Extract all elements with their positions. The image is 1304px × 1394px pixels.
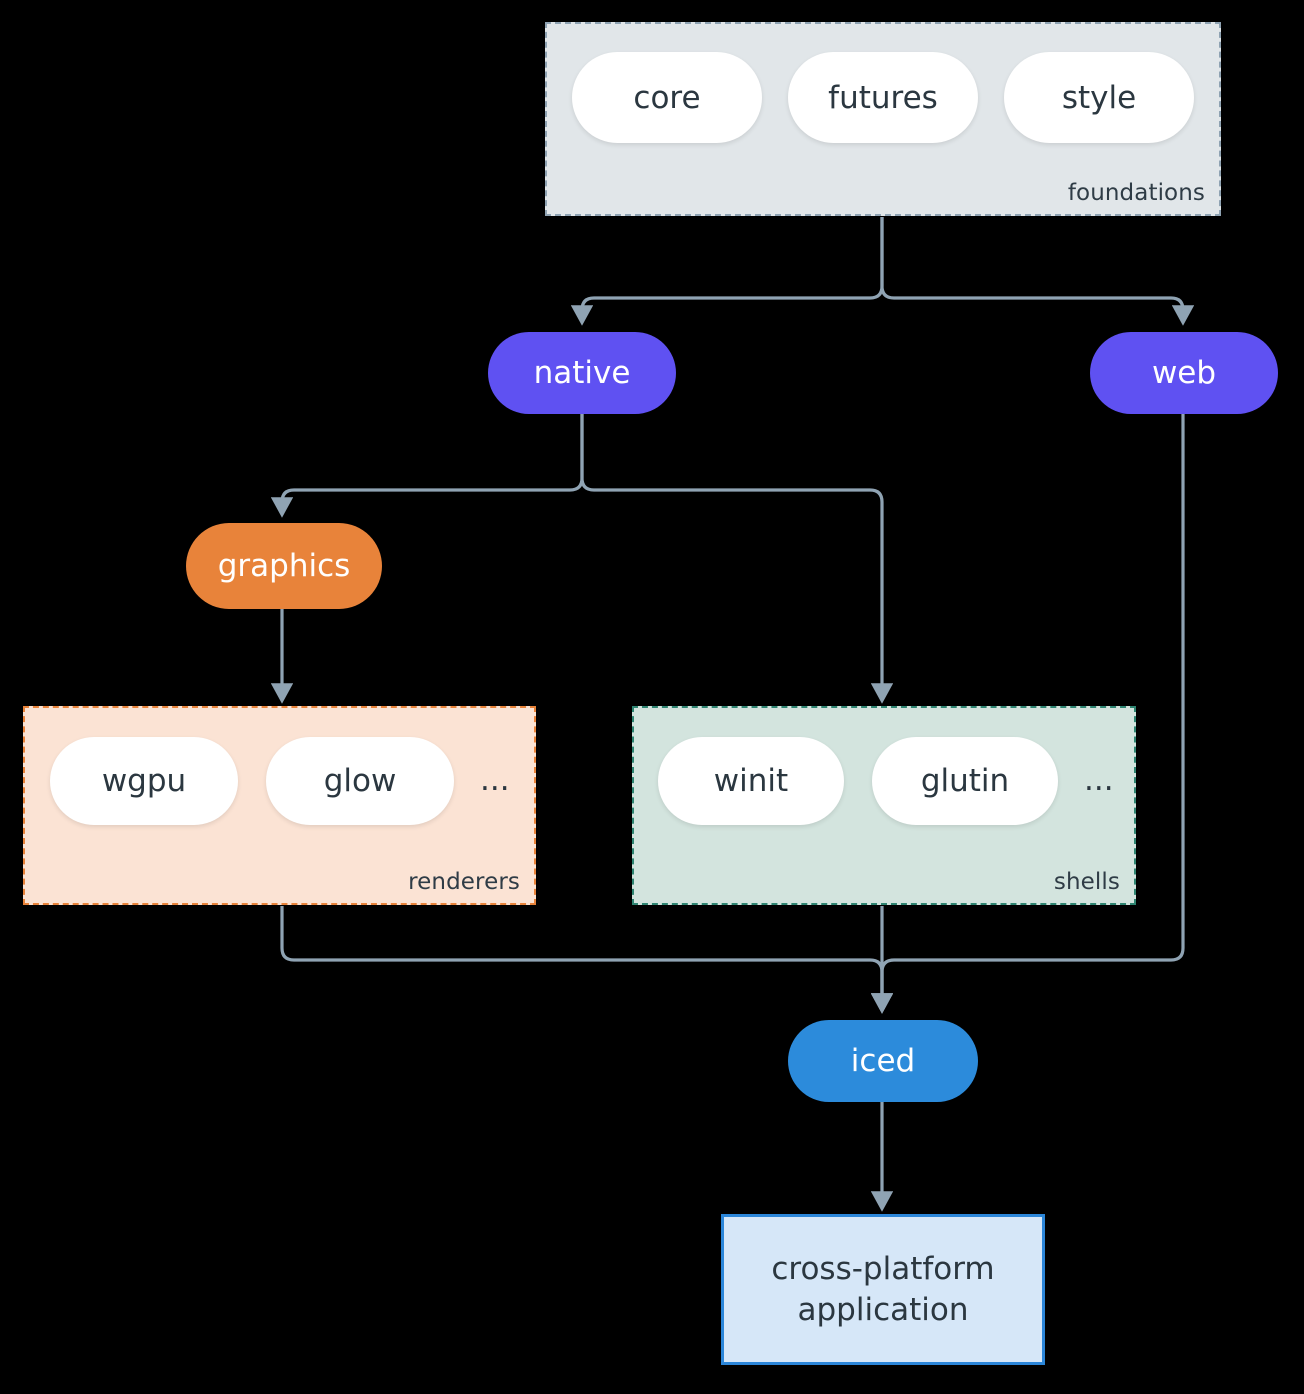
node-wgpu[interactable]: wgpu — [50, 737, 238, 825]
edge-native-graphics — [270, 414, 584, 518]
edge-native-shells — [580, 414, 894, 704]
edge-foundations-web — [880, 217, 1195, 326]
node-iced-label: iced — [850, 1043, 916, 1079]
shells-ellipsis: ... — [1084, 762, 1114, 798]
node-wgpu-label: wgpu — [101, 763, 187, 799]
cluster-renderers-label: renderers — [408, 869, 520, 895]
node-glutin[interactable]: glutin — [872, 737, 1058, 825]
edge-foundations-native — [570, 217, 884, 326]
node-native[interactable]: native — [488, 332, 676, 414]
node-graphics-label: graphics — [217, 548, 351, 584]
node-web-label: web — [1151, 355, 1217, 391]
node-application-line2: application — [797, 1291, 969, 1328]
node-glow[interactable]: glow — [266, 737, 454, 825]
node-graphics[interactable]: graphics — [186, 523, 382, 609]
node-iced[interactable]: iced — [788, 1020, 978, 1102]
node-application[interactable]: cross-platform application — [721, 1214, 1045, 1365]
node-style[interactable]: style — [1004, 52, 1194, 143]
node-winit[interactable]: winit — [658, 737, 844, 825]
cluster-foundations-label: foundations — [1067, 180, 1205, 206]
node-style-label: style — [1061, 79, 1137, 116]
edge-web-iced — [870, 414, 1185, 1014]
node-core-label: core — [633, 79, 701, 116]
node-futures[interactable]: futures — [788, 52, 978, 143]
node-futures-label: futures — [828, 79, 938, 116]
cluster-shells-label: shells — [1053, 869, 1120, 895]
edge-renderers-iced — [280, 906, 894, 1014]
node-glutin-label: glutin — [920, 763, 1010, 799]
node-application-line1: cross-platform — [771, 1250, 995, 1287]
node-core[interactable]: core — [572, 52, 762, 143]
node-native-label: native — [533, 355, 631, 391]
node-glow-label: glow — [323, 763, 397, 799]
renderers-ellipsis: ... — [480, 762, 510, 798]
node-web[interactable]: web — [1090, 332, 1278, 414]
node-winit-label: winit — [713, 763, 789, 799]
